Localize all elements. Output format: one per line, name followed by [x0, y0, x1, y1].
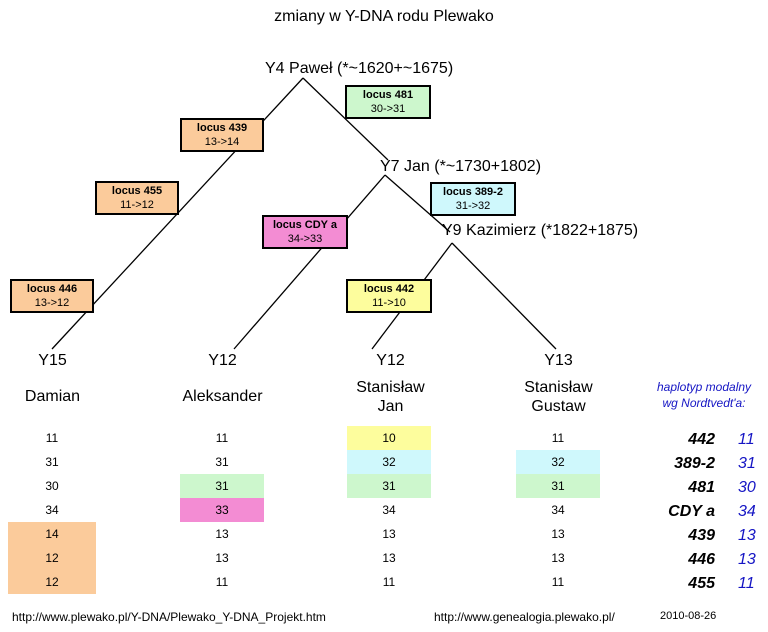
footer-link-genealogy[interactable]: http://www.genealogia.plewako.pl/ — [434, 610, 615, 624]
mutation-locus: locus 481 — [362, 89, 414, 101]
table-cell-mutated: 32 — [516, 450, 600, 474]
table-cell: 13 — [382, 527, 396, 541]
table-cell: 31 — [215, 455, 229, 469]
mutation-locus: locus 389-2 — [443, 186, 503, 198]
modal-locus: 389-2 — [674, 455, 715, 472]
leaf-name: Stanisław — [356, 379, 425, 396]
footer-link-project[interactable]: http://www.plewako.pl/Y-DNA/Plewako_Y-DN… — [12, 610, 326, 624]
table-cell: 31 — [45, 455, 59, 469]
mutation-box-442: locus 442 11->10 — [346, 279, 432, 313]
table-cell: 11 — [551, 575, 565, 589]
table-cell-mutated: 31 — [180, 474, 264, 498]
node-y4: Y4 Paweł (*~1620+~1675) — [265, 60, 454, 77]
mutation-box-439: locus 439 13->14 — [180, 118, 264, 152]
footer-date: 2010-08-26 — [660, 610, 717, 622]
mutation-change: 30->31 — [370, 103, 406, 115]
mutation-box-446: locus 446 13->12 — [10, 279, 94, 313]
mutation-box-389-2: locus 389-2 31->32 — [430, 182, 516, 216]
table-cell: 11 — [215, 575, 229, 589]
node-y7: Y7 Jan (*~1730+1802) — [380, 158, 542, 175]
table-cell: 34 — [551, 503, 565, 517]
mutation-change: 13->14 — [204, 136, 240, 148]
leaf-name: Aleksander — [182, 388, 263, 405]
modal-value: 30 — [738, 479, 756, 496]
mutation-box-455: locus 455 11->12 — [95, 181, 179, 215]
modal-locus: 442 — [688, 431, 715, 448]
mutation-locus: locus 439 — [196, 122, 248, 134]
table-cell: 11 — [215, 431, 229, 445]
mutation-change: 11->12 — [120, 199, 154, 211]
table-cell-mutated: 12 — [8, 570, 96, 594]
branch-y7-y9 — [384, 174, 451, 233]
table-cell-mutated: 12 — [8, 546, 96, 570]
mutation-locus: locus 455 — [111, 185, 163, 197]
mutation-change: 13->12 — [34, 297, 70, 309]
leaf-name: Stanisław — [524, 379, 593, 396]
leaf-haplo: Y13 — [544, 352, 573, 369]
node-y9: Y9 Kazimierz (*1822+1875) — [442, 222, 639, 239]
branch-y7-y12a — [233, 174, 386, 350]
modal-locus: 439 — [688, 527, 715, 544]
modal-value: 11 — [738, 575, 755, 592]
mutation-locus: locus 446 — [26, 283, 78, 295]
table-cell: 11 — [382, 575, 396, 589]
table-cell: 13 — [215, 551, 229, 565]
mutation-locus: locus CDY a — [273, 219, 337, 231]
mutation-change: 11->10 — [372, 297, 406, 309]
mutation-locus: locus 442 — [363, 283, 415, 295]
table-cell: 13 — [551, 551, 565, 565]
modal-value: 11 — [738, 431, 755, 448]
mutation-change: 34->33 — [287, 233, 323, 245]
leaf-haplo: Y15 — [38, 352, 67, 369]
leaf-haplo: Y12 — [208, 352, 237, 369]
table-cell: 13 — [215, 527, 229, 541]
mutation-box-481: locus 481 30->31 — [345, 85, 431, 119]
table-cell: 34 — [382, 503, 396, 517]
table-cell-mutated: 14 — [8, 522, 96, 546]
leaf-name-2: Jan — [377, 398, 404, 415]
modal-value: 34 — [738, 503, 756, 520]
table-cell-mutated: 32 — [347, 450, 431, 474]
leaf-haplo: Y12 — [376, 352, 405, 369]
leaf-name: Damian — [24, 388, 81, 405]
leaf-name-2: Gustaw — [531, 398, 586, 415]
branch-y4-y7 — [302, 77, 389, 161]
modal-locus: 481 — [688, 479, 715, 496]
modal-value: 13 — [738, 527, 756, 544]
table-cell-mutated: 33 — [180, 498, 264, 522]
table-cell: 13 — [382, 551, 396, 565]
modal-value: 31 — [738, 455, 756, 472]
mutation-box-cdy-a: locus CDY a 34->33 — [262, 215, 348, 249]
modal-header-1: haplotyp modalny — [656, 380, 752, 394]
modal-locus: 446 — [688, 551, 715, 568]
modal-value: 13 — [738, 551, 756, 568]
table-cell: 34 — [45, 503, 59, 517]
branch-y9-y13 — [451, 242, 557, 350]
table-cell: 30 — [45, 479, 59, 493]
mutation-change: 31->32 — [455, 200, 491, 212]
table-cell-mutated: 31 — [347, 474, 431, 498]
table-cell: 11 — [551, 431, 565, 445]
table-cell: 13 — [551, 527, 565, 541]
modal-header-2: wg Nordtvedt'a: — [662, 396, 746, 410]
modal-locus: CDY a — [668, 503, 715, 520]
table-cell-mutated: 31 — [516, 474, 600, 498]
table-cell-mutated: 10 — [347, 426, 431, 450]
modal-locus: 455 — [688, 575, 715, 592]
table-cell: 11 — [45, 431, 59, 445]
diagram-title: zmiany w Y-DNA rodu Plewako — [274, 8, 494, 25]
